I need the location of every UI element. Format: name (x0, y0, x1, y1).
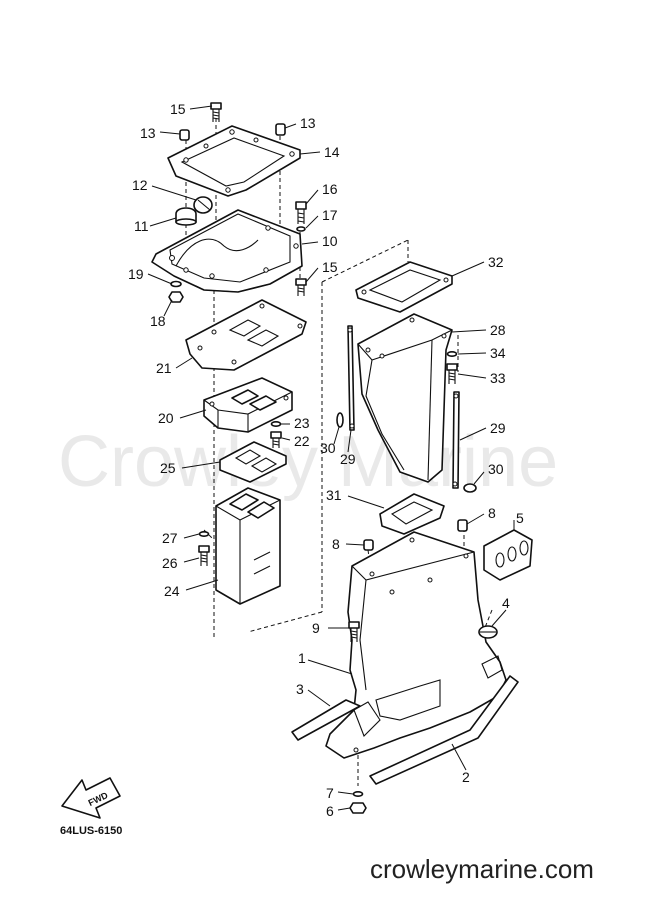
part-3-rubber-seal (291, 699, 361, 741)
callout-4: 4 (502, 595, 510, 611)
part-28-exhaust-housing (357, 313, 453, 483)
leader-lines (147, 105, 515, 811)
part-34-washer (446, 350, 458, 357)
callout-7: 7 (326, 785, 334, 801)
part-21-exhaust-gasket (185, 299, 307, 371)
part-30-grommet-left (336, 412, 344, 428)
callout-26: 26 (162, 555, 178, 571)
callout-22: 22 (294, 433, 310, 449)
part-1-upper-casing (325, 531, 507, 759)
part-8-dowel-right (457, 519, 468, 532)
callout-19: 19 (128, 266, 144, 282)
part-5-grommet-plate (483, 529, 533, 581)
part-14-upper-gasket (167, 125, 301, 197)
callout-31: 31 (326, 487, 342, 503)
part-15-lower-bolt (295, 278, 307, 296)
callout-23: 23 (294, 415, 310, 431)
site-label[interactable]: crowleymarine.com (370, 854, 594, 884)
part-12-anode (193, 196, 213, 214)
callout-25: 25 (160, 460, 176, 476)
part-2-rubber-seal (369, 675, 519, 785)
part-23-washer (270, 420, 282, 427)
callout-13: 13 (300, 115, 316, 131)
callout-13: 13 (140, 125, 156, 141)
part-31-seal (379, 493, 445, 535)
callout-6: 6 (326, 803, 334, 819)
callout-33: 33 (490, 370, 506, 386)
callout-2: 2 (462, 769, 470, 785)
part-33-bolt (446, 363, 458, 384)
part-29-seal-strip-right (452, 391, 460, 489)
callout-1: 1 (298, 650, 306, 666)
callout-18: 18 (150, 313, 166, 329)
callout-30: 30 (488, 461, 504, 477)
part-8-dowel-left (363, 539, 374, 551)
part-11-cap (175, 207, 197, 226)
callout-29: 29 (490, 420, 506, 436)
callout-12: 12 (132, 177, 148, 193)
callout-15: 15 (170, 101, 186, 117)
callout-24: 24 (164, 583, 180, 599)
callout-34: 34 (490, 345, 506, 361)
callout-8: 8 (332, 536, 340, 552)
part-9-bolt (348, 621, 360, 642)
part-32-upper-gasket-right (355, 261, 453, 313)
callout-labels: 15 13 13 14 12 16 11 17 10 15 32 19 18 2… (128, 101, 524, 819)
callout-11: 11 (134, 218, 149, 234)
callout-32: 32 (488, 254, 504, 270)
callout-27: 27 (162, 530, 178, 546)
part-10-upper-casing-plate (151, 209, 303, 293)
drawing-code: 64LUS-6150 (60, 825, 122, 837)
callout-3: 3 (296, 681, 304, 697)
callout-28: 28 (490, 322, 506, 338)
callout-17: 17 (322, 207, 338, 223)
part-30-grommet-right (463, 483, 477, 493)
callout-8: 8 (488, 505, 496, 521)
part-13-dowel-left (179, 129, 190, 141)
callout-30: 30 (320, 440, 336, 456)
part-20-exhaust-manifold (203, 377, 293, 433)
part-16-bolt (295, 201, 307, 224)
callout-10: 10 (322, 233, 338, 249)
part-27-washer (198, 530, 210, 537)
callout-29: 29 (340, 451, 356, 467)
callout-14: 14 (324, 144, 340, 160)
part-29-seal-strip-left (347, 325, 355, 431)
part-7-washer (352, 790, 364, 797)
part-22-bolt (270, 431, 282, 448)
callout-9: 9 (312, 620, 320, 636)
part-25-gasket (219, 441, 287, 483)
callout-16: 16 (322, 181, 338, 197)
part-18-nut (168, 291, 184, 303)
part-26-bolt (198, 545, 210, 566)
part-19-washer (170, 280, 182, 288)
part-4-plug (478, 625, 498, 639)
callout-15: 15 (322, 259, 338, 275)
part-6-nut (349, 802, 367, 814)
callout-5: 5 (516, 510, 524, 526)
callout-20: 20 (158, 410, 174, 426)
part-17-washer (296, 226, 306, 232)
part-24-exhaust-guide (215, 487, 281, 605)
part-13-dowel-right (275, 123, 286, 136)
callout-21: 21 (156, 360, 172, 376)
forward-direction-arrow: FWD (61, 777, 121, 819)
